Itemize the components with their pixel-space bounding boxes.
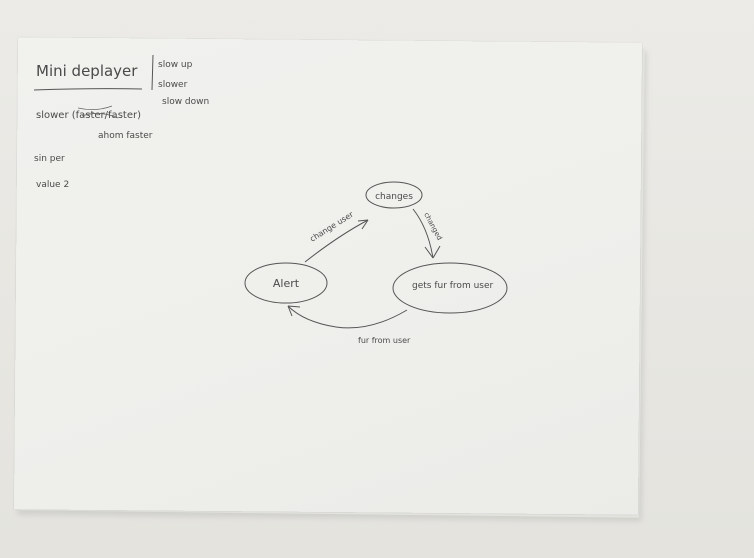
arrowhead-right-left bbox=[287, 305, 301, 317]
menu-item-1: slow up bbox=[158, 60, 193, 70]
node-left-ellipse bbox=[244, 262, 328, 304]
menu-item-3: slow down bbox=[162, 97, 209, 107]
node-top-label: changes bbox=[375, 192, 413, 202]
note-3: sin per bbox=[34, 154, 65, 164]
menu-item-2: slower bbox=[158, 80, 188, 90]
edge-label-right-left: fur from user bbox=[358, 336, 411, 345]
edge-left-top bbox=[304, 219, 369, 263]
title-underline bbox=[33, 88, 143, 91]
arrowhead-left-top bbox=[357, 219, 369, 230]
edge-label-top-right: changed bbox=[422, 211, 443, 241]
note-4: value 2 bbox=[36, 180, 69, 190]
node-right-label: gets fur from user bbox=[412, 281, 493, 291]
note-2: ahom faster bbox=[98, 131, 153, 141]
scribble-mark bbox=[77, 105, 119, 119]
arrowhead-top-right bbox=[424, 245, 441, 259]
node-right-ellipse bbox=[392, 262, 508, 314]
note-1: slower (faster/faster) bbox=[36, 110, 141, 121]
node-top-ellipse bbox=[365, 181, 423, 209]
menu-bracket bbox=[151, 54, 154, 91]
sketch-title: Mini deplayer bbox=[36, 62, 138, 80]
edge-label-left-top: change user bbox=[308, 209, 355, 243]
node-left-label: Alert bbox=[273, 277, 300, 290]
edge-top-right bbox=[412, 208, 434, 259]
edge-right-left bbox=[287, 305, 408, 329]
